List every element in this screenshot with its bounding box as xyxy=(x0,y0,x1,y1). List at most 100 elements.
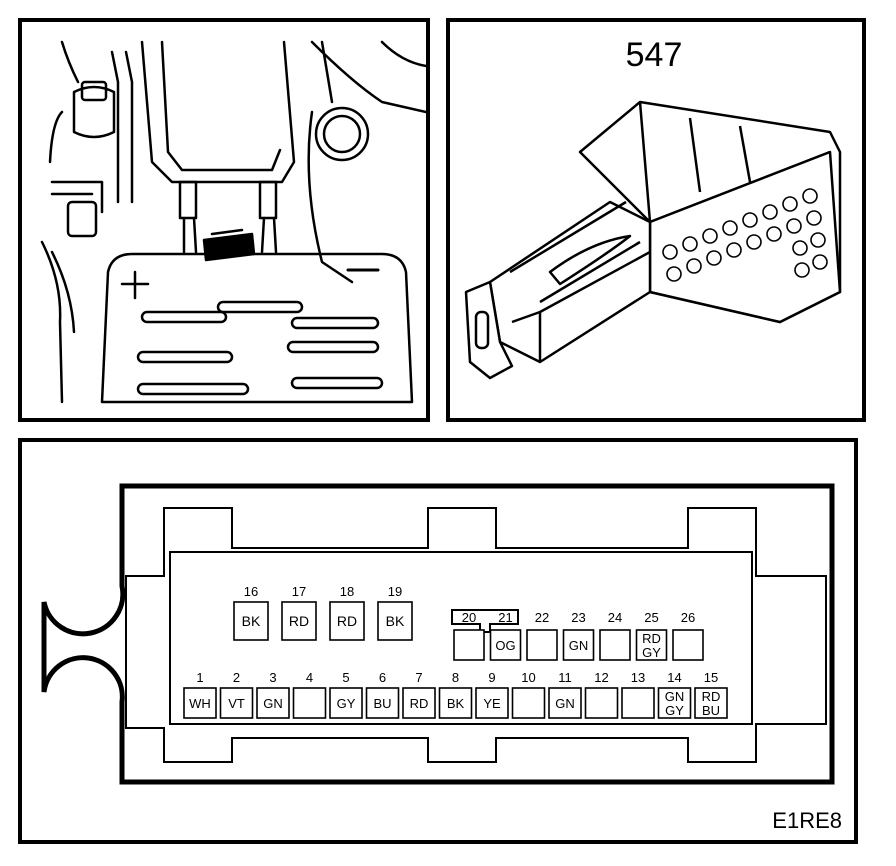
wire-color: RD xyxy=(337,613,357,629)
pin-20: 20 xyxy=(453,610,485,661)
figure-code: E1RE8 xyxy=(772,808,842,833)
pin-number: 7 xyxy=(415,670,422,685)
wire-color: GY xyxy=(337,696,356,711)
pin-cavity xyxy=(438,687,473,719)
connector-illustration-panel: 547 xyxy=(446,18,866,422)
pin-2: 2VT xyxy=(219,670,254,719)
pin-cavity xyxy=(548,687,582,719)
pin-cavity xyxy=(511,687,546,719)
pin-cavity xyxy=(402,687,436,719)
pin-cavity xyxy=(377,601,413,641)
wire-color: GN xyxy=(555,696,575,711)
pin-number: 25 xyxy=(644,610,658,625)
pin-number: 18 xyxy=(340,584,354,599)
wire-color: RD xyxy=(289,613,309,629)
wire-color: RD xyxy=(642,631,661,646)
pin-13: 13 xyxy=(621,670,655,719)
pin-cavity xyxy=(489,629,522,661)
pin-number: 15 xyxy=(704,670,718,685)
pin-number: 19 xyxy=(388,584,402,599)
pin-cavity xyxy=(672,629,704,661)
pin-number: 4 xyxy=(306,670,313,685)
pin-cavity xyxy=(694,687,728,719)
pin-22: 22 xyxy=(526,610,558,661)
pin-number: 14 xyxy=(667,670,681,685)
pin-cavity xyxy=(621,687,655,719)
pin-5: 5GY xyxy=(329,670,363,719)
pin-number: 9 xyxy=(488,670,495,685)
pin-cavity xyxy=(475,687,509,719)
pin-number: 8 xyxy=(452,670,459,685)
pin-3: 3GN xyxy=(256,670,290,719)
wire-color: RD xyxy=(410,696,429,711)
pin-4: 4 xyxy=(292,670,327,719)
wire-color-secondary: BU xyxy=(702,703,720,718)
pin-cavity xyxy=(635,629,668,661)
pin-number: 20 xyxy=(462,610,476,625)
wire-color: RD xyxy=(702,689,721,704)
pin-cavity xyxy=(281,601,317,641)
pin-number: 24 xyxy=(608,610,622,625)
pin-9: 9YE xyxy=(475,670,509,719)
pin-cavity xyxy=(562,629,595,661)
wire-color: OG xyxy=(495,638,515,653)
wire-color: BK xyxy=(447,696,465,711)
pin-cavity xyxy=(219,687,254,719)
wire-color: VT xyxy=(228,696,245,711)
pin-cavity xyxy=(599,629,631,661)
pin-number: 6 xyxy=(379,670,386,685)
pin-number: 2 xyxy=(233,670,240,685)
wire-color-secondary: GY xyxy=(665,703,684,718)
pin-24: 24 xyxy=(599,610,631,661)
pin-cavity xyxy=(256,687,290,719)
pin-number: 17 xyxy=(292,584,306,599)
pin-cavity xyxy=(584,687,619,719)
wire-color: WH xyxy=(189,696,211,711)
connector-drawing: 547 xyxy=(464,36,842,380)
pin-number: 26 xyxy=(681,610,695,625)
wire-color: BK xyxy=(242,613,261,629)
pin-10: 10 xyxy=(511,670,546,719)
pin-cavity xyxy=(329,601,365,641)
pin-number: 21 xyxy=(498,610,512,625)
pin-cavity xyxy=(292,687,327,719)
pin-cavity xyxy=(365,687,400,719)
pin-number: 3 xyxy=(269,670,276,685)
pin-cavity xyxy=(453,629,485,661)
pin-cavity xyxy=(183,687,217,719)
pin-6: 6BU xyxy=(365,670,400,719)
pin-number: 5 xyxy=(342,670,349,685)
wire-color: GN xyxy=(569,638,589,653)
pin-cavity xyxy=(526,629,558,661)
pin-number: 12 xyxy=(594,670,608,685)
wire-color: BK xyxy=(386,613,405,629)
wire-color-secondary: GY xyxy=(642,645,661,660)
pin-number: 10 xyxy=(521,670,535,685)
pin-number: 13 xyxy=(631,670,645,685)
pin-1: 1WH xyxy=(183,670,217,719)
pin-number: 11 xyxy=(558,670,572,685)
wire-color: GN xyxy=(665,689,685,704)
pin-cavity xyxy=(329,687,363,719)
wire-color: GN xyxy=(263,696,283,711)
pin-cavity xyxy=(233,601,269,641)
pin-cavity xyxy=(657,687,692,719)
pin-12: 12 xyxy=(584,670,619,719)
engine-bay-drawing xyxy=(40,40,426,404)
location-illustration-panel xyxy=(18,18,430,422)
